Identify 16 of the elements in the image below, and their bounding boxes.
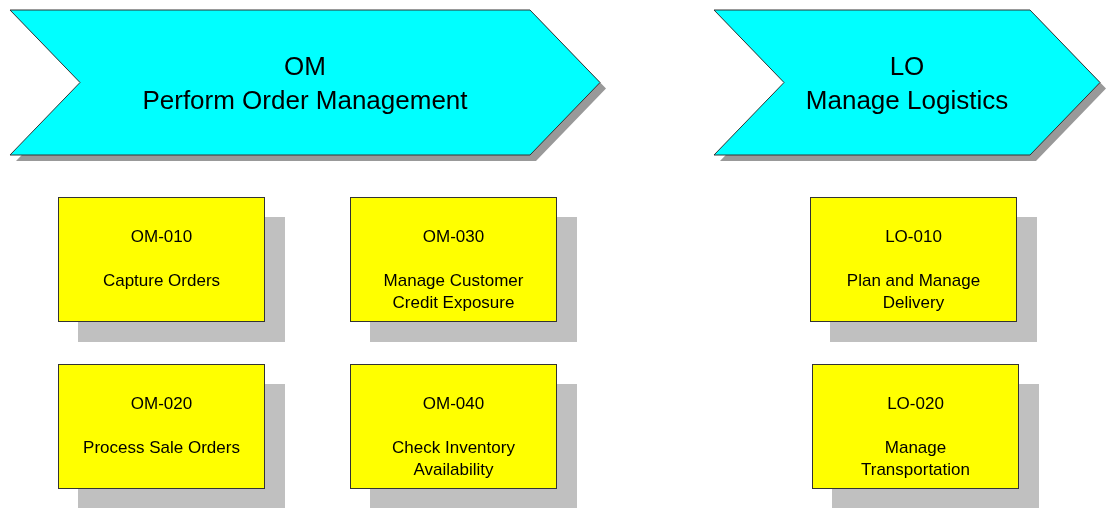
- process-code: OM-020: [130, 393, 193, 415]
- process-name: Plan and Manage Delivery: [845, 270, 982, 314]
- stage-code: LO: [889, 49, 925, 83]
- stage-code: OM: [284, 49, 326, 83]
- process-name: Check Inventory Availability: [391, 437, 516, 481]
- process-code: LO-010: [885, 226, 942, 248]
- stage-title: Manage Logistics: [805, 83, 1009, 117]
- stage-title: Perform Order Management: [142, 83, 468, 117]
- process-code: OM-040: [422, 393, 485, 415]
- process-name: Manage Customer Credit Exposure: [382, 270, 525, 314]
- process-code: OM-030: [422, 226, 485, 248]
- process-name: Process Sale Orders: [83, 437, 240, 459]
- process-code: OM-010: [130, 226, 193, 248]
- process-name: Capture Orders: [102, 270, 221, 292]
- process-code: LO-020: [887, 393, 944, 415]
- process-name: Manage Transportation: [860, 437, 971, 481]
